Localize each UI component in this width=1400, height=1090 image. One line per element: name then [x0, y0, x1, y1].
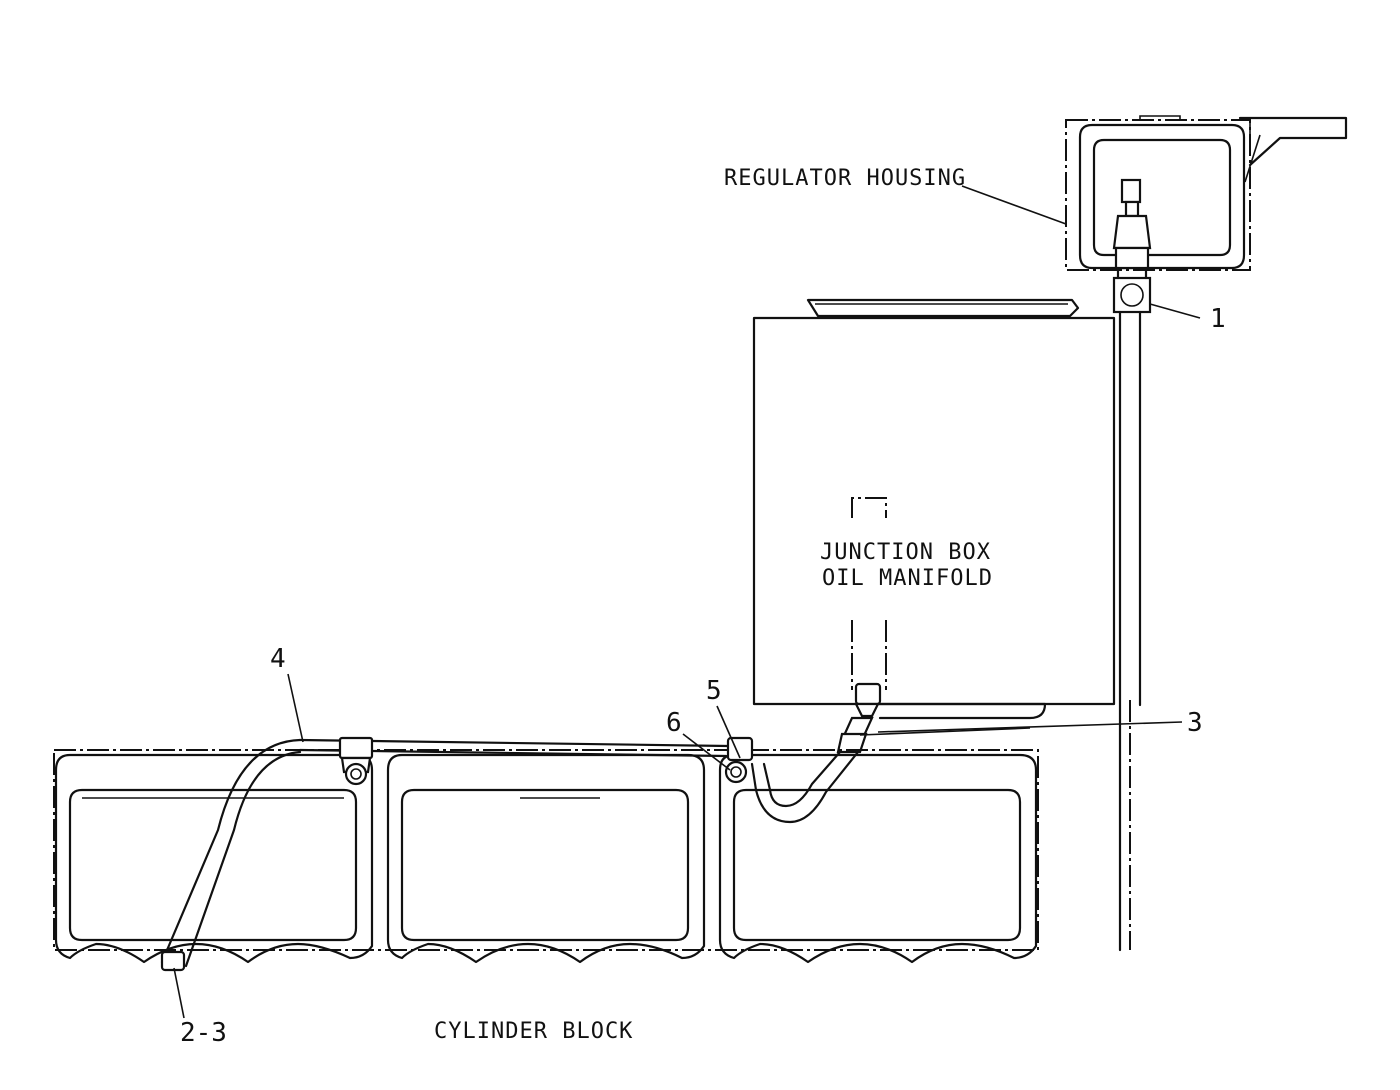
- tube-3: [750, 682, 1031, 824]
- regulator-housing-label: REGULATOR HOUSING: [724, 166, 967, 191]
- callout-3: 3: [1187, 708, 1203, 738]
- clamp-5-bolt-6: [724, 736, 754, 784]
- clamp-left: [338, 736, 374, 786]
- fitting-1: [1112, 266, 1152, 314]
- cylinder-block: [53, 749, 1039, 964]
- callout-1: 1: [1210, 304, 1226, 334]
- junction-box-label: JUNCTION BOX: [820, 540, 991, 565]
- callout-5: 5: [706, 676, 722, 706]
- cylinder-block-label: CYLINDER BLOCK: [434, 1019, 634, 1044]
- tube-4: [160, 738, 730, 972]
- junction-box: [752, 298, 1116, 720]
- callout-2-3: 2-3: [180, 1018, 227, 1048]
- leader-lines: [173, 185, 1201, 1019]
- callout-6: 6: [666, 708, 682, 738]
- vertical-tube: [1118, 310, 1142, 952]
- regulator-housing: [1065, 115, 1348, 271]
- oil-manifold-label: OIL MANIFOLD: [822, 566, 993, 591]
- callout-4: 4: [270, 644, 286, 674]
